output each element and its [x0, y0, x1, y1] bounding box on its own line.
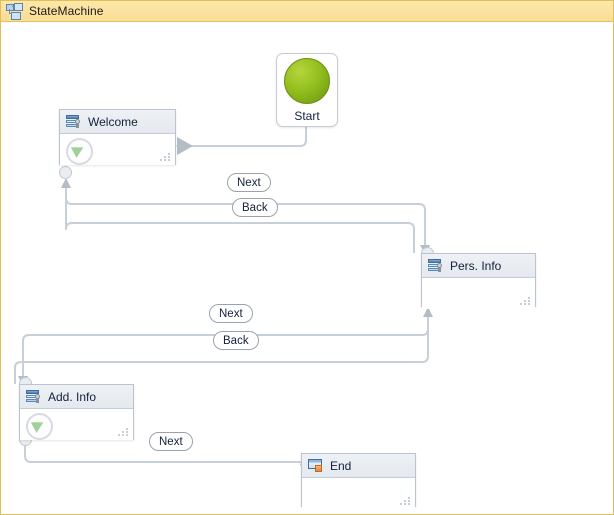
state-node-pers-info-title: Pers. Info [450, 258, 502, 273]
end-state-icon [308, 458, 324, 473]
green-circle-icon [284, 57, 330, 104]
state-machine-icon [6, 3, 23, 20]
state-node-welcome-title: Welcome [88, 114, 138, 129]
resize-grip-icon[interactable] [520, 297, 530, 305]
state-node-welcome-header: Welcome [60, 110, 175, 134]
diagram-canvas[interactable]: Start Welcome [1, 22, 613, 514]
transition-label-next-2[interactable]: Next [209, 304, 253, 323]
state-node-pers-info[interactable]: Pers. Info [421, 253, 536, 309]
window-title-bar: StateMachine [1, 1, 613, 22]
start-node[interactable]: Start [276, 53, 338, 127]
state-icon [428, 258, 444, 273]
state-icon [26, 389, 42, 404]
state-node-end-title: End [330, 458, 352, 473]
state-node-add-info-title: Add. Info [48, 389, 97, 404]
state-node-pers-info-body[interactable] [422, 278, 535, 309]
green-run-icon[interactable] [66, 138, 93, 165]
start-label: Start [294, 108, 320, 123]
state-node-add-info[interactable]: Add. Info [19, 384, 134, 440]
resize-grip-icon[interactable] [118, 428, 128, 436]
window-title: StateMachine [29, 4, 104, 18]
state-node-end-body[interactable] [302, 478, 415, 509]
state-node-end[interactable]: End [301, 453, 416, 509]
transition-label-next-1[interactable]: Next [227, 173, 271, 192]
state-node-add-info-body[interactable] [20, 409, 133, 440]
resize-grip-icon[interactable] [160, 153, 170, 161]
state-node-end-header: End [302, 454, 415, 478]
green-run-icon[interactable] [26, 413, 53, 440]
transition-label-back-2[interactable]: Back [213, 331, 259, 350]
state-node-add-info-header: Add. Info [20, 385, 133, 409]
transition-label-next-3[interactable]: Next [149, 432, 193, 451]
state-node-welcome-body[interactable] [60, 134, 175, 165]
resize-grip-icon[interactable] [400, 497, 410, 505]
state-node-welcome[interactable]: Welcome [59, 109, 176, 165]
state-node-pers-info-header: Pers. Info [422, 254, 535, 278]
connector-dot-welcome-bottom[interactable] [59, 166, 72, 179]
state-icon [66, 114, 82, 129]
transition-label-back-1[interactable]: Back [232, 198, 278, 217]
